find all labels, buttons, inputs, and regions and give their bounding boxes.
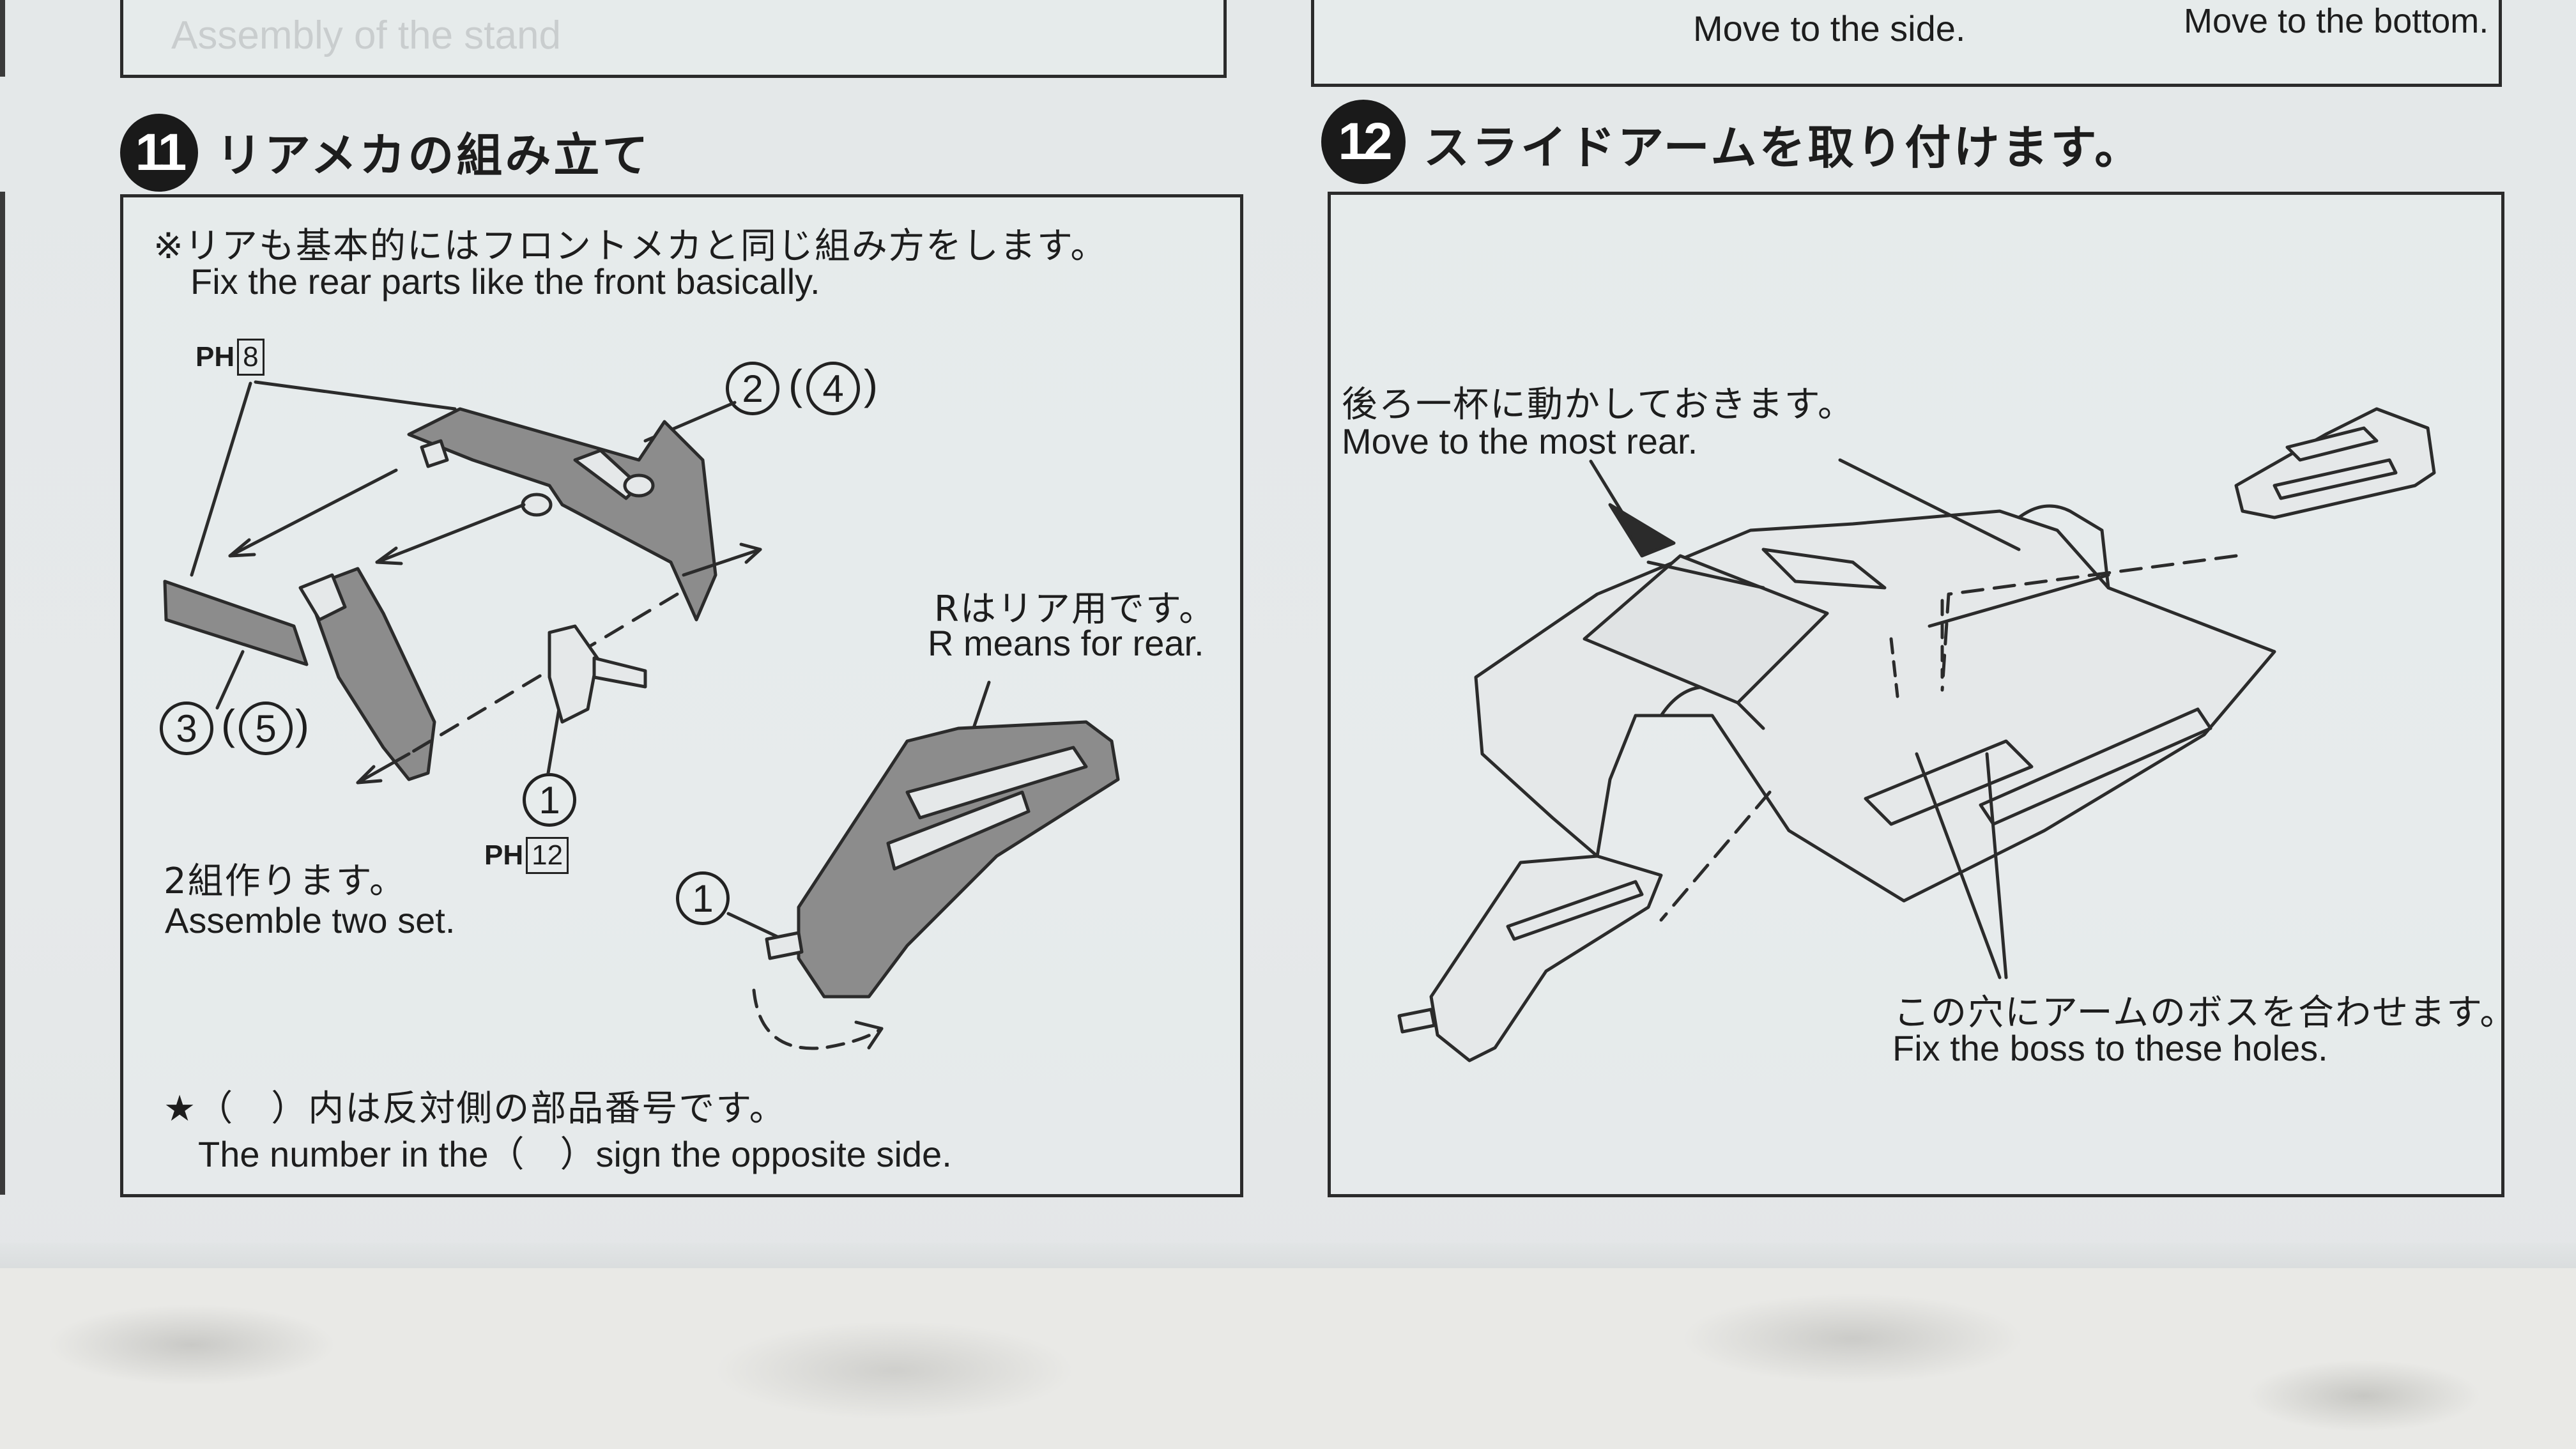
part-number-1-right: 1 [676, 871, 730, 925]
top-left-faint-text: Assembly of the stand [171, 13, 561, 57]
dashed-arm-top [1940, 554, 2238, 692]
top-right-bottom-text: Move to the bottom. [2184, 2, 2489, 40]
pin-part [548, 624, 647, 724]
step-12-rear-en: Move to the most rear. [1342, 421, 1698, 461]
step-11-title: リアメカの組み立て [216, 128, 651, 182]
step-12-rear-jp: 後ろ一杯に動かしておきます。 [1342, 384, 1855, 425]
step-11-star-jp: ★（ ）内は反対側の部品番号です。 [164, 1088, 786, 1130]
dashed-arm-bottom [1659, 790, 1772, 922]
arrow-head-3 [739, 542, 762, 564]
leader-hole-a [1915, 752, 2002, 979]
sheet-edge [0, 1243, 2576, 1271]
paren-close-5: ) [295, 701, 309, 748]
step-11-badge: 11 [120, 114, 198, 192]
step-11-two-sets-jp: 2組作ります。 [164, 861, 407, 902]
arrow-head-1 [228, 538, 256, 558]
step-11-panel [120, 194, 1243, 1197]
ph-prefix: PH [195, 341, 235, 372]
step-12-badge: 12 [1321, 100, 1406, 184]
top-left-box [120, 0, 1227, 78]
dashed-fit-line [407, 592, 679, 756]
ph-value: 8 [237, 339, 264, 376]
dashed-hole-1 [1889, 637, 1899, 698]
step-11-note-en: Fix the rear parts like the front basica… [190, 261, 820, 302]
part-number-5: 5 [239, 702, 293, 755]
step-11-rear-jp: Rはリア用です。 [934, 588, 1216, 630]
part-number-3: 3 [160, 702, 213, 755]
step-12-holes-jp: この穴にアームのボスを合わせます。 [1894, 992, 2517, 1034]
slide-arm-rear [765, 720, 1120, 999]
leader-hole-b [1985, 752, 2008, 979]
chassis [1474, 458, 2276, 903]
rotate-arrow [752, 988, 884, 1050]
leader-ph8-a [254, 380, 457, 411]
arm-bottom [1397, 854, 1663, 1062]
background-wall [0, 1268, 2576, 1449]
paren-close-4: ) [864, 361, 878, 408]
step-11-two-sets-en: Assemble two set. [165, 900, 456, 940]
arrow-line-4 [356, 752, 411, 785]
step-11-rear-en: R means for rear. [928, 623, 1204, 663]
part-number-4: 4 [806, 362, 860, 415]
left-edge-line-2 [0, 192, 5, 1195]
leader-part3 [215, 650, 245, 710]
step-11-note-jp: ※リアも基本的にはフロントメカと同じ組み方をします。 [153, 226, 1108, 267]
rear-arrow-head [1608, 503, 1676, 558]
ph-value: 12 [526, 837, 569, 874]
step-12-title: スライドアームを取り付けます。 [1423, 121, 2143, 174]
arrow-line-3 [682, 548, 762, 577]
bracket-bottom [163, 567, 436, 781]
arrow-head-4 [356, 765, 383, 785]
part-number-1-center: 1 [523, 773, 576, 827]
top-right-side-text: Move to the side. [1693, 8, 1966, 49]
part-number-2: 2 [726, 362, 779, 415]
arrow-line-2 [375, 503, 526, 564]
arrow-head-2 [375, 546, 403, 565]
arrow-line-1 [228, 468, 398, 558]
paren-open-4: ( [788, 361, 802, 408]
step-11-star-en: The number in the（ ）sign the opposite si… [198, 1134, 952, 1174]
step-12-holes-en: Fix the boss to these holes. [1892, 1028, 2328, 1068]
leader-part1-right [726, 912, 785, 941]
paren-open-5: ( [221, 701, 235, 748]
arm-top [2234, 407, 2436, 519]
bracket-top [407, 407, 717, 622]
leader-ph8-b [190, 381, 252, 577]
top-right-box [1311, 0, 2502, 87]
rotate-arrow-head [854, 1020, 884, 1050]
left-edge-line [0, 0, 5, 77]
ph-prefix: PH [484, 839, 524, 871]
